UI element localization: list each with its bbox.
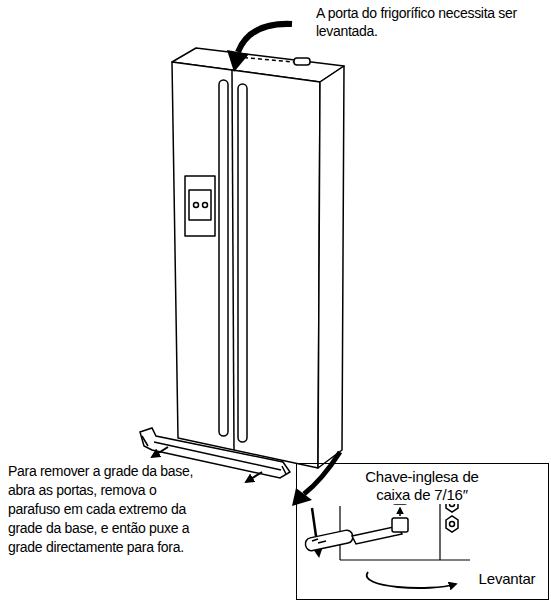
- refrigerator: [172, 48, 344, 468]
- detail-box: Chave-inglesa de caixa de 7/16″ Levantar: [296, 463, 549, 600]
- pull-arrows-part: [246, 472, 262, 482]
- detail-drawing-part: [446, 516, 458, 532]
- detail-drawing-part: [304, 529, 354, 552]
- note-text: Para remover a grade da base, abra as po…: [8, 462, 204, 557]
- detail-drawing-part: [392, 518, 408, 532]
- detail-arrow-part: [292, 488, 312, 506]
- action-label: Levantar: [471, 570, 543, 588]
- tool-label: Chave-inglesa de caixa de 7/16″: [347, 468, 497, 504]
- base-grille-part: [142, 436, 148, 446]
- detail-drawing-part: [367, 572, 456, 588]
- note-text: A porta do frigorífico necessita ser lev…: [316, 4, 551, 40]
- refrigerator-part: [189, 190, 211, 220]
- lift-arrow-part: [227, 50, 249, 72]
- refrigerator-part: [318, 66, 344, 468]
- refrigerator-part: [185, 176, 215, 236]
- lift-arrow: [227, 24, 292, 72]
- detail-arrow: [292, 452, 340, 506]
- refrigerator-part: [232, 70, 234, 450]
- refrigerator-part: [219, 80, 228, 436]
- refrigerator-part: [172, 62, 320, 468]
- refrigerator-part: [194, 203, 199, 208]
- lift-arrow-part: [238, 24, 292, 52]
- detail-arrow-part: [304, 452, 340, 494]
- detail-drawing-part: [399, 508, 401, 516]
- detail-drawing-part: [318, 541, 326, 543]
- base-grille-part: [282, 466, 286, 474]
- refrigerator-part: [238, 84, 247, 442]
- detail-drawing-part: [450, 522, 455, 527]
- detail-drawing-part: [340, 559, 470, 560]
- refrigerator-part: [294, 58, 310, 65]
- detail-drawing-part: [312, 539, 318, 541]
- pull-arrows-part: [152, 447, 168, 457]
- refrigerator-part: [203, 203, 208, 208]
